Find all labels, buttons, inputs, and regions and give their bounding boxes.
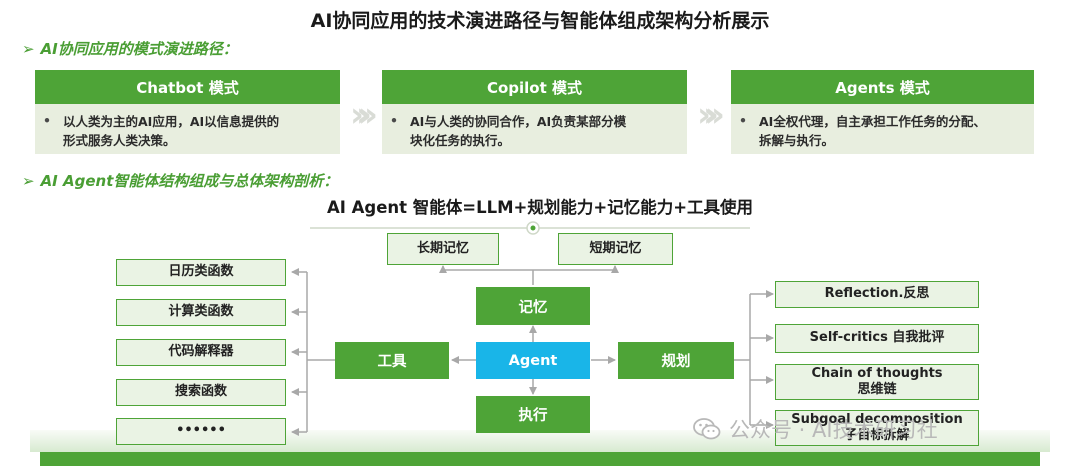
planning-item-label: Chain of thoughts [811, 365, 943, 381]
memory-box: 记忆 [476, 287, 590, 325]
bullet-icon: • [43, 113, 51, 128]
wechat-icon [693, 418, 721, 440]
planning-item-label: Subgoal decomposition [791, 411, 963, 427]
planning-item-sublabel: 子目标拆解 [844, 428, 910, 443]
planning-item-label: Reflection.反思 [824, 286, 930, 302]
planning-item-label: Self-critics 自我批评 [809, 330, 945, 346]
mode-description: • 以人类为主的AI应用，AI以信息提供的 形式服务人类决策。 [35, 104, 340, 154]
planning-item-self-critics: Self-critics 自我批评 [775, 324, 979, 353]
short-term-memory-box: 短期记忆 [558, 233, 673, 265]
planning-item-reflection: Reflection.反思 [775, 281, 979, 308]
long-term-memory-box: 长期记忆 [387, 233, 499, 265]
mode-description: • AI全权代理，自主承担工作任务的分配、 拆解与执行。 [731, 104, 1034, 154]
mode-desc-line: AI与人类的协同合作，AI负责某部分模 [410, 114, 627, 129]
platform-base [40, 452, 1040, 466]
mode-card-agents: Agents 模式 • AI全权代理，自主承担工作任务的分配、 拆解与执行。 [731, 70, 1034, 154]
execution-box: 执行 [476, 396, 590, 433]
mode-title: Copilot 模式 [382, 70, 687, 104]
tool-item-code-interpreter: 代码解释器 [116, 339, 286, 366]
planning-item-chain-of-thoughts: Chain of thoughts 思维链 [775, 364, 979, 400]
section-heading-agent: ➢ AI Agent智能体结构组成与总体架构剖析： [22, 170, 338, 191]
mode-desc-line: 以人类为主的AI应用，AI以信息提供的 [63, 114, 280, 129]
arrow-bullet-icon: ➢ [22, 40, 35, 58]
planning-box: 规划 [618, 342, 734, 379]
watermark-text: 公众号 · AI技术研习社 [729, 418, 938, 442]
section-label: AI协同应用的模式演进路径： [40, 40, 238, 58]
tool-item-more: •••••• [116, 418, 286, 445]
bullet-icon: • [739, 113, 747, 128]
section-heading-modes: ➢ AI协同应用的模式演进路径： [22, 38, 238, 59]
mode-desc-line: 块化任务的执行。 [410, 133, 511, 149]
page-title: AI协同应用的技术演进路径与智能体组成架构分析展示 [310, 10, 770, 32]
tool-item-search: 搜索函数 [116, 379, 286, 406]
section-label: AI Agent智能体结构组成与总体架构剖析： [40, 172, 339, 190]
mode-desc-line: 形式服务人类决策。 [63, 133, 176, 149]
watermark: 公众号 · AI技术研习社 [693, 414, 938, 444]
bullet-icon: • [390, 113, 398, 128]
mode-desc-line: 拆解与执行。 [759, 133, 835, 149]
mode-description: • AI与人类的协同合作，AI负责某部分模 块化任务的执行。 [382, 104, 687, 154]
mode-card-chatbot: Chatbot 模式 • 以人类为主的AI应用，AI以信息提供的 形式服务人类决… [35, 70, 340, 154]
planning-item-subgoal: Subgoal decomposition 子目标拆解 [775, 410, 979, 446]
arrow-bullet-icon: ➢ [22, 172, 35, 190]
mode-title: Chatbot 模式 [35, 70, 340, 104]
tool-item-calculator: 计算类函数 [116, 299, 286, 326]
tools-box: 工具 [335, 342, 449, 379]
mode-desc-line: AI全权代理，自主承担工作任务的分配、 [759, 114, 986, 129]
agent-formula: AI Agent 智能体=LLM+规划能力+记忆能力+工具使用 [326, 198, 754, 217]
tool-item-calendar: 日历类函数 [116, 259, 286, 286]
planning-item-sublabel: 思维链 [857, 382, 897, 397]
mode-card-copilot: Copilot 模式 • AI与人类的协同合作，AI负责某部分模 块化任务的执行… [382, 70, 687, 154]
agent-box: Agent [476, 342, 590, 379]
mode-title: Agents 模式 [731, 70, 1034, 104]
